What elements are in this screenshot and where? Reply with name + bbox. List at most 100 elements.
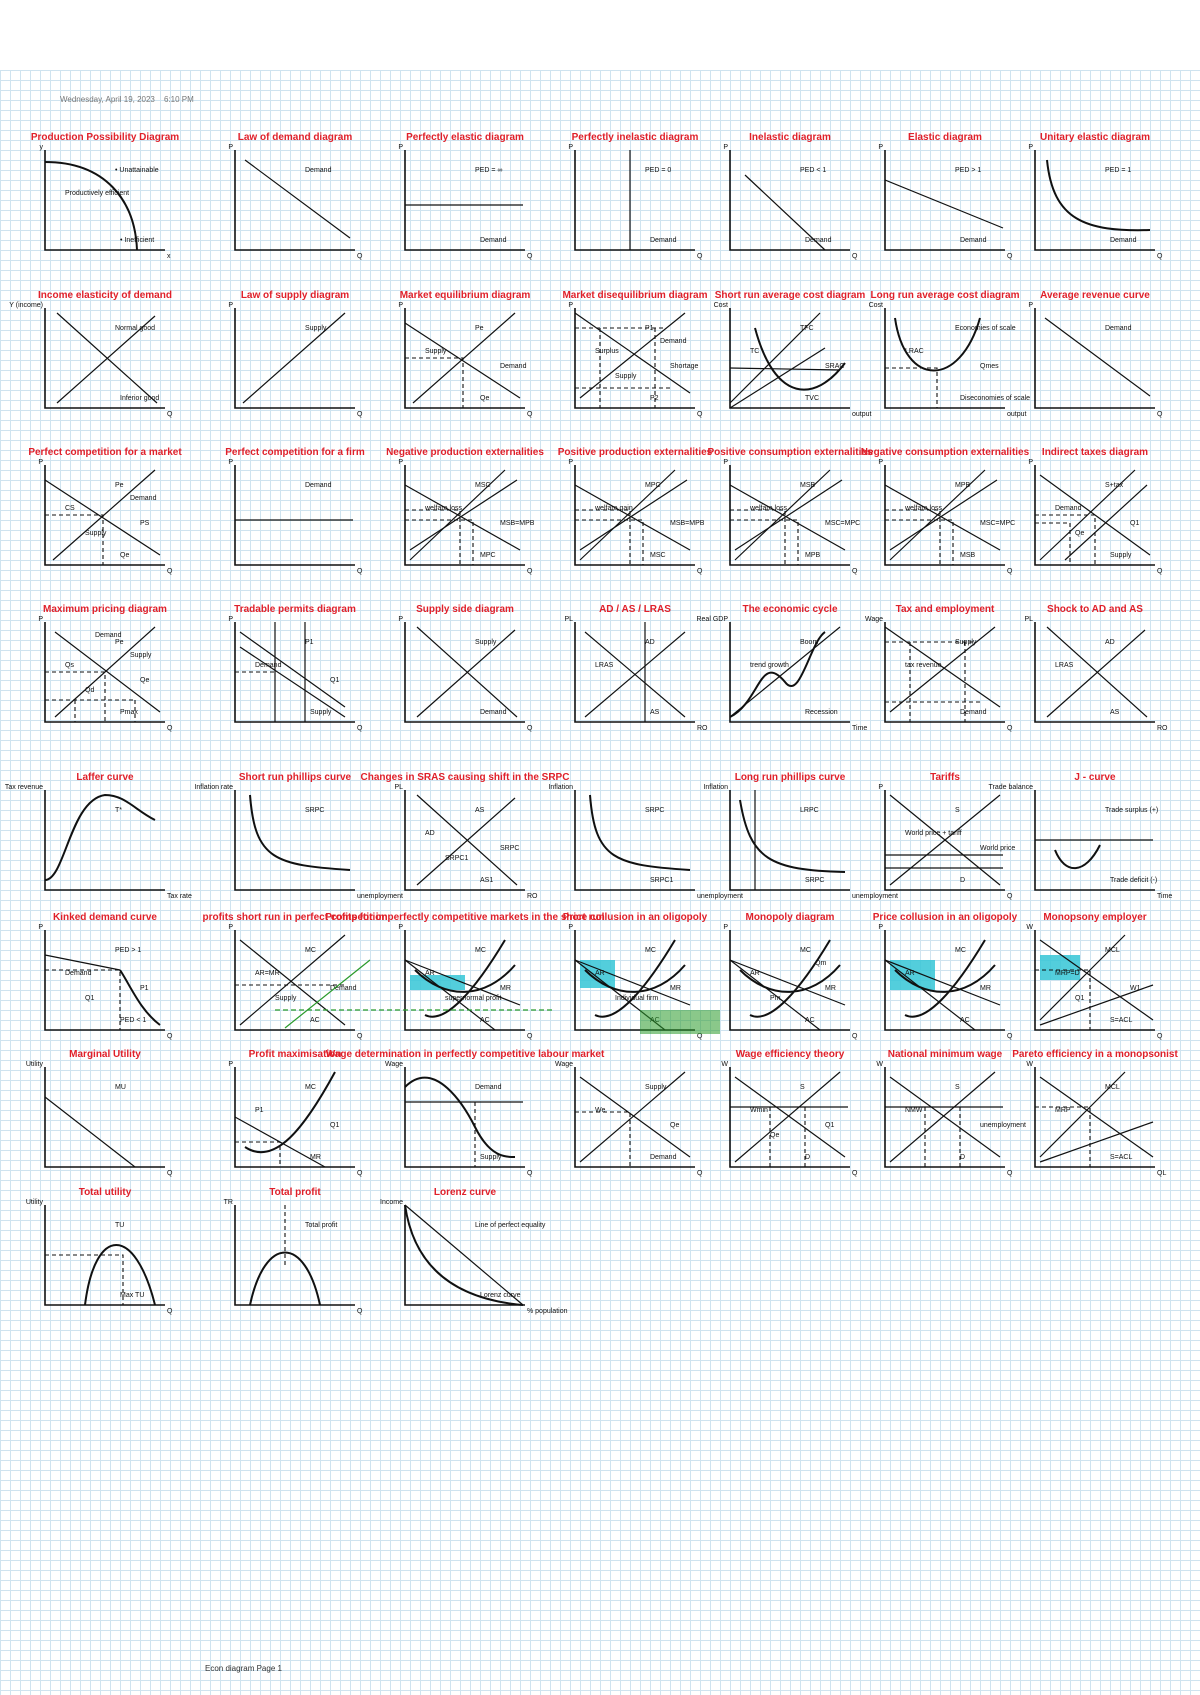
curve-label: Diseconomies of scale [960, 395, 1030, 402]
diagram-title: Perfectly inelastic diagram [572, 132, 699, 143]
curve-label: MC [645, 947, 656, 954]
diagram-title: Market equilibrium diagram [400, 290, 531, 301]
diagram-axes [234, 622, 355, 723]
diagram-axes [574, 150, 695, 251]
curve-label: MSC=MPC [825, 520, 860, 527]
y-axis-label: P [38, 924, 43, 931]
curve-label: PED > 1 [115, 947, 141, 954]
curve-label: TC [750, 348, 759, 355]
curve-label: Trade surplus (+) [1105, 807, 1158, 814]
curve [424, 939, 506, 1018]
curve-label: Shortage [670, 363, 699, 370]
dashed-guide [45, 514, 104, 565]
x-axis-label: Q [357, 1033, 363, 1040]
curve-label: TU [115, 1222, 124, 1229]
curve [579, 479, 688, 551]
curve-label: Q1 [1130, 520, 1139, 527]
diagram-title: Perfect competition for a market [28, 447, 182, 458]
y-axis-label: P [398, 616, 403, 623]
x-axis-label: Time [1157, 893, 1172, 900]
curve-label: MSB=MPB [500, 520, 535, 527]
y-axis-label: P [398, 144, 403, 151]
curve-label: MSC [650, 552, 666, 559]
curve-label: MCL [1105, 947, 1120, 954]
y-axis-label: P [1028, 144, 1033, 151]
diagram-title: Tax and employment [896, 604, 995, 615]
curve [409, 469, 506, 561]
curve-label: MC [305, 947, 316, 954]
x-axis-label: Q [697, 568, 703, 575]
dashed-guide [730, 519, 799, 565]
y-axis-label: y [40, 144, 44, 151]
curve [1046, 629, 1146, 718]
curve [1044, 317, 1151, 397]
diagram-axes [1034, 930, 1155, 1031]
curve-label: MR [310, 1154, 321, 1161]
curve-label: Demand [255, 662, 282, 669]
curve [579, 1071, 686, 1163]
profit-area [410, 975, 465, 990]
curve-label: LRAC [905, 348, 924, 355]
curve [579, 1076, 691, 1158]
curve-label: MC [305, 1084, 316, 1091]
curve-label: PED < 1 [800, 167, 826, 174]
diagram-title: Price collusion in an oligopoly [563, 912, 708, 923]
curve [44, 479, 161, 556]
x-axis-label: Q [527, 1033, 533, 1040]
curve-label: Surplus [595, 348, 619, 355]
curve-label: PED = 1 [1105, 167, 1131, 174]
y-axis-label: P [878, 784, 883, 791]
diagram-axes [404, 150, 525, 251]
curve [404, 1076, 516, 1158]
curve [744, 174, 826, 251]
diagram-axes [404, 790, 525, 891]
dashed-guide [45, 1254, 124, 1305]
diagram-title: Negative production externalities [386, 447, 544, 458]
curve-label: Supply [310, 709, 332, 716]
x-axis-label: Q [357, 1170, 363, 1177]
curve-label: Demand [305, 167, 332, 174]
diagram-4-2: Tradable permits diagramPQP1SupplyDemand… [228, 604, 363, 732]
curve-label: Demand [95, 632, 122, 639]
diagram-axes [44, 622, 165, 723]
diagram-title: Perfectly elastic diagram [406, 132, 524, 143]
x-axis-label: Q [697, 253, 703, 260]
curve-label: MSB [960, 552, 976, 559]
diagram-5-5: Long run phillips curveInflationunemploy… [703, 772, 898, 900]
curve [889, 479, 998, 551]
curve [729, 367, 841, 371]
curve-label: Productively efficient [65, 190, 129, 197]
curve-label: welfare gain [594, 505, 633, 512]
curve-label: PED = ∞ [475, 167, 502, 174]
curve-label: MSC [475, 482, 491, 489]
curve [404, 959, 521, 1006]
diagram-title: Total profit [269, 1187, 321, 1198]
curve-label: We [595, 1107, 605, 1114]
curve-label: Individual firm [615, 995, 658, 1002]
curve-label: unemployment [980, 1122, 1026, 1129]
y-axis-label: Wage [385, 1061, 403, 1068]
curve-label: MSC=MPC [980, 520, 1015, 527]
curve-label: W1 [1130, 985, 1141, 992]
curve [734, 1076, 846, 1158]
diagram-title: Changes in SRAS causing shift in the SRP… [361, 772, 570, 783]
x-axis-label: Q [527, 411, 533, 418]
x-axis-label: unemployment [852, 893, 898, 900]
y-axis-label: P [1028, 302, 1033, 309]
y-axis-label: P [723, 144, 728, 151]
curve [412, 312, 516, 404]
diagram-axes [729, 622, 850, 723]
y-axis-label: PL [564, 616, 573, 623]
curve-label: MRP [1055, 1107, 1071, 1114]
diagram-title: Short run phillips curve [239, 772, 352, 783]
curve-label: SRPC [305, 807, 324, 814]
x-axis-label: Q [357, 411, 363, 418]
curve [1046, 159, 1151, 232]
curve [239, 631, 346, 708]
diagram-title: Perfect competition for a firm [225, 447, 365, 458]
diagram-title: Long run average cost diagram [871, 290, 1020, 301]
